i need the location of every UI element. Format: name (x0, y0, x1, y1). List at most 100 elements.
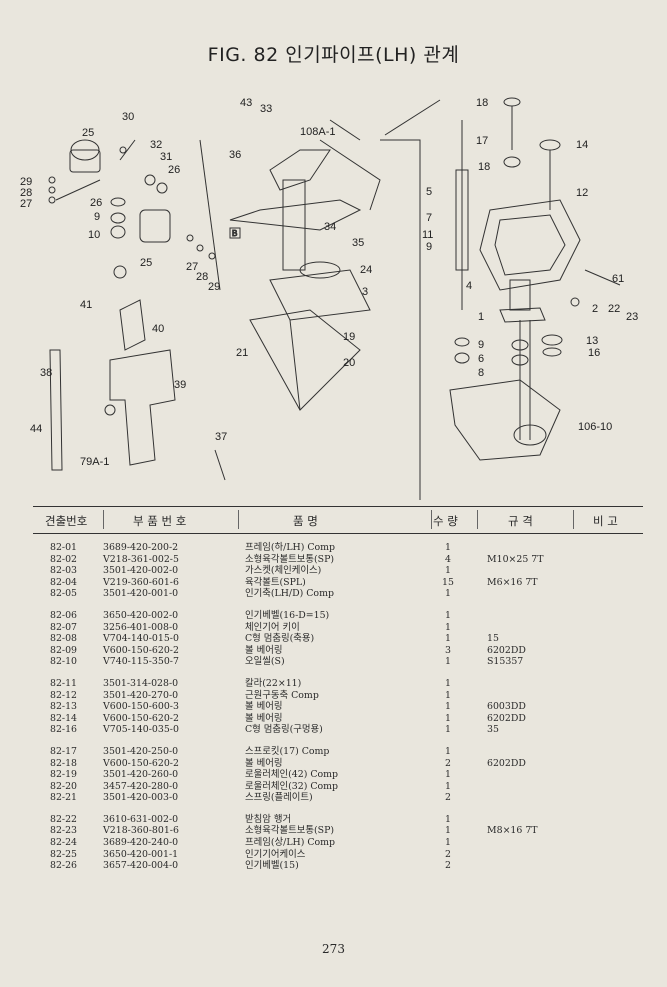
cell-spec: M6×16 7T (487, 576, 538, 588)
cell-quantity: 1 (445, 542, 451, 553)
cell-quantity: 1 (445, 609, 451, 621)
svg-text:25: 25 (82, 127, 94, 139)
svg-text:25: 25 (140, 257, 152, 269)
cell-ref-no: 82-11 (50, 677, 78, 689)
svg-text:30: 30 (122, 111, 134, 123)
cell-quantity: 1 (445, 769, 451, 781)
cell-quantity: 1 (445, 825, 451, 837)
cell-ref-no: 82-22 (50, 813, 78, 825)
svg-text:9: 9 (478, 339, 484, 351)
svg-text:41: 41 (80, 299, 92, 311)
cell-part-name: 스프로킷(17) Comp (245, 745, 330, 757)
svg-text:34: 34 (324, 221, 336, 233)
cell-quantity: 1 (445, 621, 451, 633)
cell-part-name: 볼 베어링 (245, 644, 283, 656)
cell-ref-no: 82-16 (50, 724, 78, 736)
cell-quantity: 1 (445, 813, 451, 825)
cell-part-no: 3501-420-003-0 (103, 792, 179, 804)
svg-text:22: 22 (608, 303, 620, 315)
cell-part-name: 로울러체인(32) Comp (245, 780, 339, 792)
cell-quantity: 4 (445, 553, 451, 565)
svg-text:29: 29 (20, 176, 32, 188)
svg-text:21: 21 (236, 347, 248, 359)
svg-text:B: B (232, 229, 237, 238)
cell-spec: M8×16 7T (487, 825, 538, 837)
cell-part-no: V740-115-350-7 (103, 656, 179, 668)
cell-ref-no: 82-06 (50, 609, 78, 621)
cell-part-no: 3501-420-260-0 (103, 769, 179, 781)
cell-part-no: 3610-631-002-0 (103, 813, 179, 825)
cell-part-name: 체인기어 키이 (245, 621, 300, 633)
cell-part-name: 인기축(LH/D) Comp (245, 588, 334, 600)
cell-spec: 6202DD (487, 644, 526, 656)
cell-ref-no: 82-04 (50, 576, 78, 588)
cell-ref-no: 82-17 (50, 745, 78, 757)
header-ref-no: 견출번호 (45, 514, 88, 528)
cell-ref-no: 82-10 (50, 656, 78, 668)
svg-text:23: 23 (626, 311, 638, 323)
svg-text:28: 28 (196, 271, 208, 283)
svg-text:14: 14 (576, 139, 588, 151)
cell-quantity: 1 (445, 588, 451, 600)
svg-text:1: 1 (478, 311, 484, 323)
svg-text:7: 7 (426, 212, 432, 224)
cell-part-no: V600-150-620-2 (103, 644, 179, 656)
cell-quantity: 1 (445, 712, 451, 724)
cell-spec: 35 (487, 724, 499, 736)
svg-text:44: 44 (30, 423, 42, 435)
svg-text:18: 18 (476, 97, 488, 109)
header-spec: 규 격 (508, 514, 533, 528)
cell-quantity: 15 (442, 576, 454, 588)
svg-text:10: 10 (88, 229, 100, 241)
cell-part-no: 3657-420-004-0 (103, 860, 179, 872)
cell-spec: S15357 (487, 656, 524, 668)
cell-quantity: 1 (445, 633, 451, 645)
cell-part-name: 스프링(플레이트) (245, 792, 313, 804)
svg-text:27: 27 (186, 261, 198, 273)
svg-text:8: 8 (478, 367, 484, 379)
cell-ref-no: 82-24 (50, 837, 78, 849)
cell-ref-no: 82-09 (50, 644, 78, 656)
svg-text:16: 16 (588, 347, 600, 359)
cell-spec: 15 (487, 633, 499, 645)
svg-text:20: 20 (343, 357, 355, 369)
cell-part-name: 소형육각볼트보통(SP) (245, 553, 335, 565)
cell-quantity: 2 (445, 848, 451, 860)
cell-spec: 6003DD (487, 701, 526, 713)
cell-part-name: 가스켓(체인케이스) (245, 565, 322, 577)
cell-part-no: 3501-420-270-0 (103, 689, 179, 701)
cell-part-no: 3650-420-001-1 (103, 848, 179, 860)
cell-quantity: 1 (445, 565, 451, 577)
svg-text:29: 29 (208, 281, 220, 293)
cell-part-no: V600-150-620-2 (103, 757, 179, 769)
cell-part-name: 인기베벨(16-D=15) (245, 609, 330, 621)
exploded-parts-diagram: B (20, 97, 638, 500)
cell-part-no: 3689-420-240-0 (103, 837, 179, 849)
cell-part-name: C형 멈춤링(축용) (245, 633, 315, 645)
cell-part-no: V600-150-620-2 (103, 712, 179, 724)
cell-ref-no: 82-21 (50, 792, 78, 804)
svg-text:13: 13 (586, 335, 598, 347)
cell-quantity: 1 (445, 837, 451, 849)
cell-ref-no: 82-12 (50, 689, 78, 701)
cell-part-name: 인기베벨(15) (245, 860, 299, 872)
svg-text:39: 39 (174, 379, 186, 391)
table-header: 견출번호 부 품 번 호 품 명 수 량 규 격 비 고 (33, 506, 643, 534)
cell-part-name: 소형육각볼트보통(SP) (245, 825, 335, 837)
cell-part-no: 3650-420-002-0 (103, 609, 179, 621)
cell-quantity: 2 (445, 860, 451, 872)
cell-part-name: 칼라(22×11) (245, 677, 302, 689)
svg-text:26: 26 (90, 197, 102, 209)
cell-quantity: 1 (445, 677, 451, 689)
